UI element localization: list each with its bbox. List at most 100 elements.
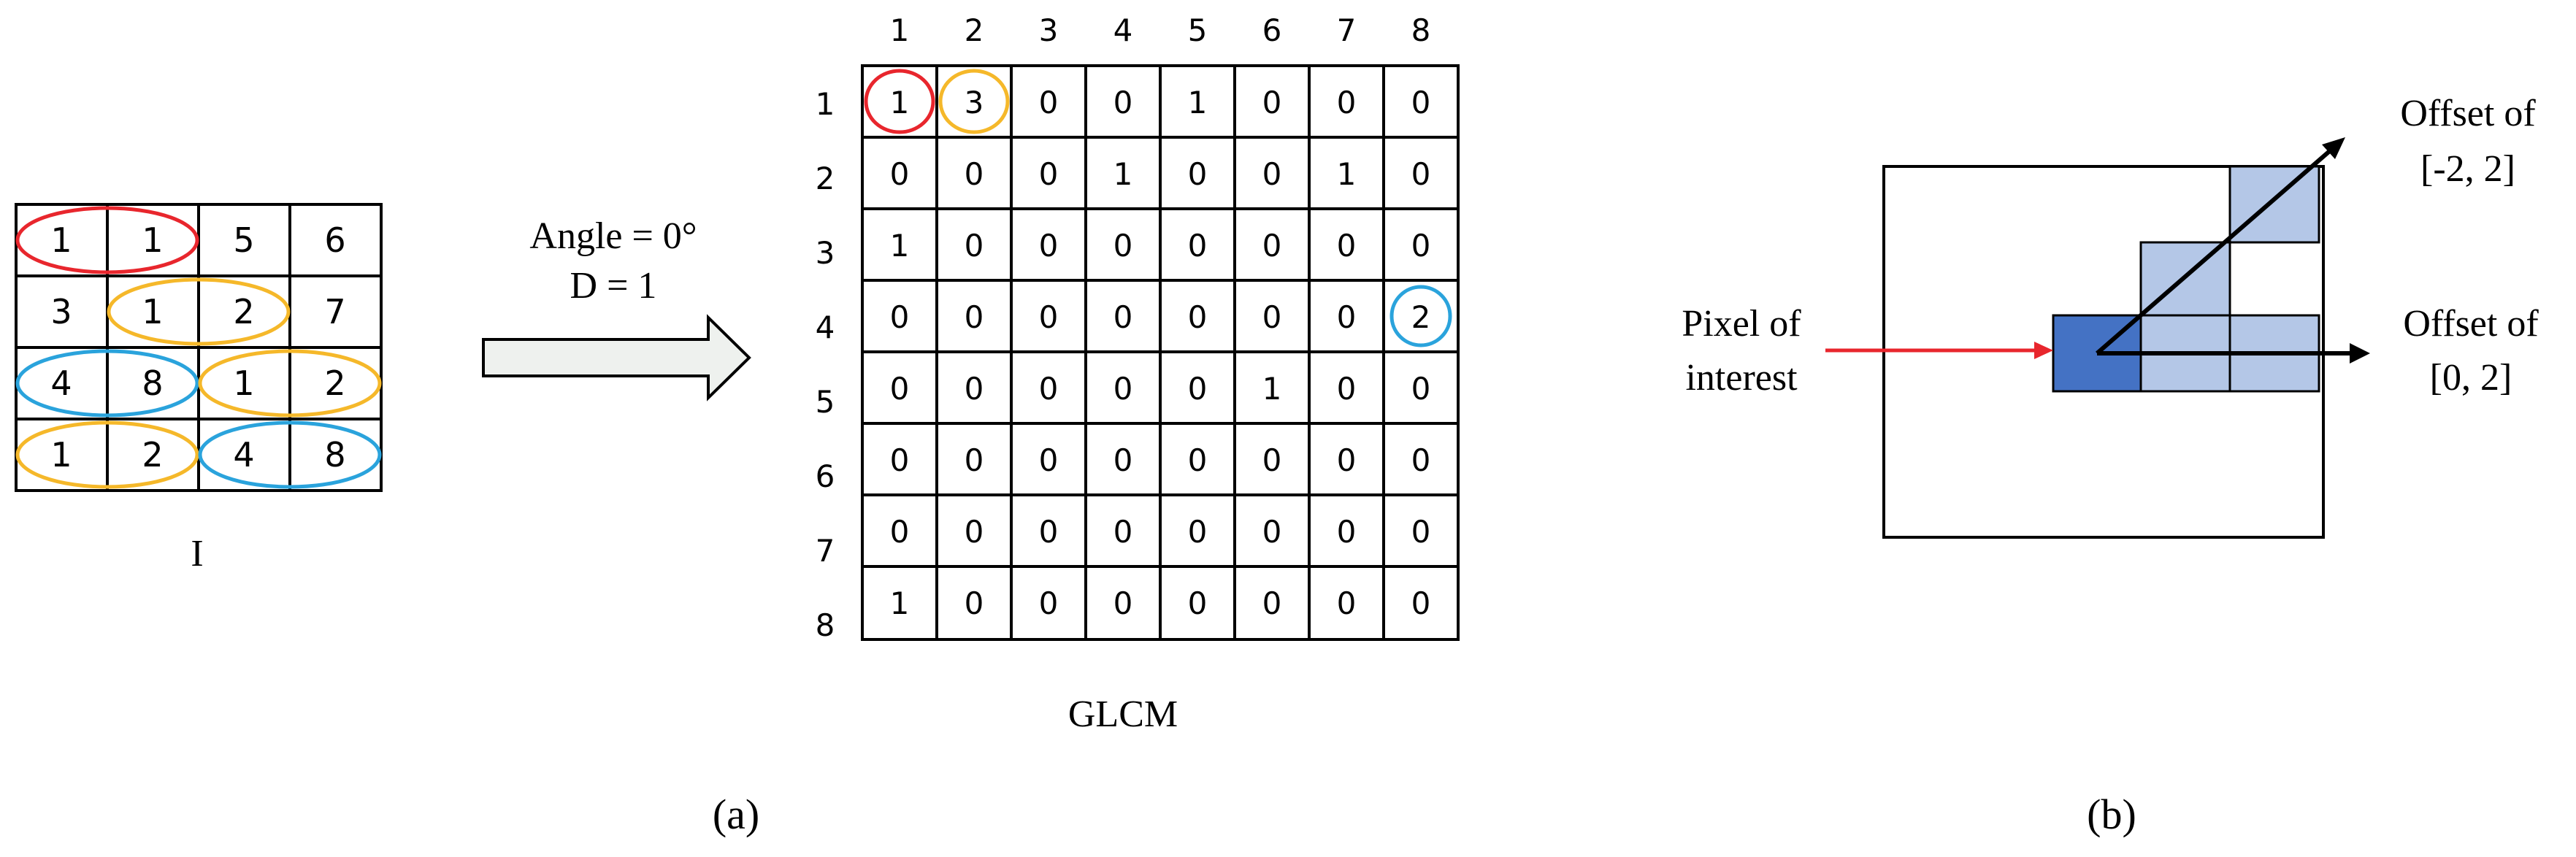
i-cell: 3	[50, 292, 72, 331]
glcm-cell: 0	[1337, 85, 1357, 120]
glcm-row-header: 4	[816, 310, 835, 345]
glcm-cell: 0	[965, 371, 984, 407]
glcm-cell: 0	[1113, 514, 1133, 550]
i-cell: 2	[142, 435, 163, 474]
pair-ellipse-blue	[198, 420, 382, 489]
glcm-cell: 0	[1262, 442, 1282, 478]
glcm-cell: 0	[1188, 371, 1208, 407]
i-cell: 1	[50, 435, 72, 474]
glcm-cell: 0	[1262, 585, 1282, 621]
offset-pixel	[2139, 241, 2231, 320]
glcm-cell: 2	[1411, 299, 1431, 335]
glcm-cell: 0	[890, 371, 910, 407]
glcm-cell: 1	[1262, 371, 1282, 407]
glcm-cell: 1	[1188, 85, 1208, 120]
glcm-cell: 0	[1262, 156, 1282, 192]
horizontal-offset-arrow-head	[2350, 343, 2370, 364]
glcm-cell: 0	[1039, 85, 1059, 120]
i-cell: 8	[324, 435, 345, 474]
diagonal-offset-arrow-head	[2322, 137, 2345, 159]
diagonal-offset-arrow-line	[2096, 147, 2334, 356]
glcm-row-header: 6	[816, 458, 835, 494]
glcm-row-header: 8	[816, 607, 835, 643]
i-cell: 2	[324, 364, 345, 403]
glcm-cell: 0	[1039, 228, 1059, 264]
glcm-cell: 0	[1188, 299, 1208, 335]
panel-label-a: (a)	[713, 791, 759, 838]
glcm-col-header: 3	[1039, 12, 1059, 48]
glcm-cell: 0	[1411, 85, 1431, 120]
offset-horiz-label-line1: Offset of	[2403, 303, 2539, 345]
glcm-cell: 0	[1188, 156, 1208, 192]
glcm-col-header: 4	[1113, 12, 1133, 48]
glcm-cell: 0	[1411, 514, 1431, 550]
glcm-cell: 0	[965, 299, 984, 335]
glcm-cell: 0	[1188, 228, 1208, 264]
glcm-cell: 0	[1262, 228, 1282, 264]
glcm-cell: 0	[965, 228, 984, 264]
offset-pixel	[2228, 165, 2320, 244]
pair-ellipse-blue	[15, 349, 199, 418]
glcm-cell: 0	[1262, 299, 1282, 335]
glcm-highlight-yellow	[938, 69, 1010, 134]
glcm-cell: 1	[890, 585, 910, 621]
glcm-cell: 0	[1113, 85, 1133, 120]
matrix-i: 1 1 5 6 3 1 2 7 4 8 1 2 1 2 4 8 I	[15, 203, 383, 574]
glcm-cell: 1	[1337, 156, 1357, 192]
glcm-cell: 1	[890, 85, 910, 120]
glcm-col-header: 8	[1411, 12, 1431, 48]
offset-diag-label-line2: [-2, 2]	[2420, 148, 2515, 190]
distance-label: D = 1	[570, 265, 657, 307]
block-arrow-right	[482, 314, 751, 401]
red-arrow-head	[2034, 342, 2053, 359]
angle-label: Angle = 0°	[529, 215, 697, 257]
i-cell: 2	[233, 292, 254, 331]
glcm-cell: 0	[1113, 371, 1133, 407]
i-cell: 6	[324, 220, 345, 260]
pixel-label-line2: interest	[1685, 357, 1798, 399]
pair-ellipse-yellow	[198, 349, 382, 418]
glcm-cell: 0	[890, 156, 910, 192]
pixel-label-line1: Pixel of	[1682, 303, 1801, 345]
glcm-row-header: 3	[816, 235, 835, 271]
glcm-col-header: 2	[965, 12, 984, 48]
glcm-col-header: 1	[890, 12, 910, 48]
glcm-cell: 0	[1188, 442, 1208, 478]
glcm-highlight-blue	[1389, 285, 1452, 347]
i-cell: 4	[50, 364, 72, 403]
i-cell: 1	[233, 364, 254, 403]
glcm-cell: 1	[890, 228, 910, 264]
glcm-cell: 0	[1039, 442, 1059, 478]
glcm-cell: 0	[1113, 299, 1133, 335]
glcm-cell: 0	[1113, 228, 1133, 264]
glcm-cell: 0	[1039, 514, 1059, 550]
glcm-cell: 0	[965, 442, 984, 478]
glcm-row-header: 1	[816, 86, 835, 122]
glcm-row-header: 5	[816, 384, 835, 420]
glcm-cell: 0	[1411, 156, 1431, 192]
glcm-cell: 0	[1337, 299, 1357, 335]
glcm-cell: 0	[1113, 442, 1133, 478]
glcm-cell: 0	[1113, 585, 1133, 621]
i-cell: 1	[50, 220, 72, 260]
glcm-matrix: 1 2 3 4 5 6 7 8 1 2 3 4 5 6 7 8	[816, 12, 1460, 735]
i-cell: 1	[142, 292, 163, 331]
glcm-cell: 1	[1113, 156, 1133, 192]
i-cell: 7	[324, 292, 345, 331]
glcm-cell: 0	[1337, 585, 1357, 621]
glcm-cell: 0	[1337, 371, 1357, 407]
glcm-cell: 0	[1262, 514, 1282, 550]
glcm-cell: 0	[1039, 371, 1059, 407]
glcm-cell: 0	[1039, 156, 1059, 192]
offset-horiz-label-line2: [0, 2]	[2430, 357, 2512, 399]
i-cell: 1	[142, 220, 163, 260]
glcm-cell: 0	[890, 514, 910, 550]
i-cell: 4	[233, 435, 254, 474]
glcm-cell: 0	[1411, 228, 1431, 264]
glcm-cell: 0	[890, 299, 910, 335]
glcm-col-header: 7	[1337, 12, 1357, 48]
glcm-col-header: 5	[1188, 12, 1208, 48]
glcm-highlight-red	[864, 69, 935, 134]
pair-ellipse-yellow	[15, 420, 199, 489]
glcm-cell: 0	[1039, 299, 1059, 335]
